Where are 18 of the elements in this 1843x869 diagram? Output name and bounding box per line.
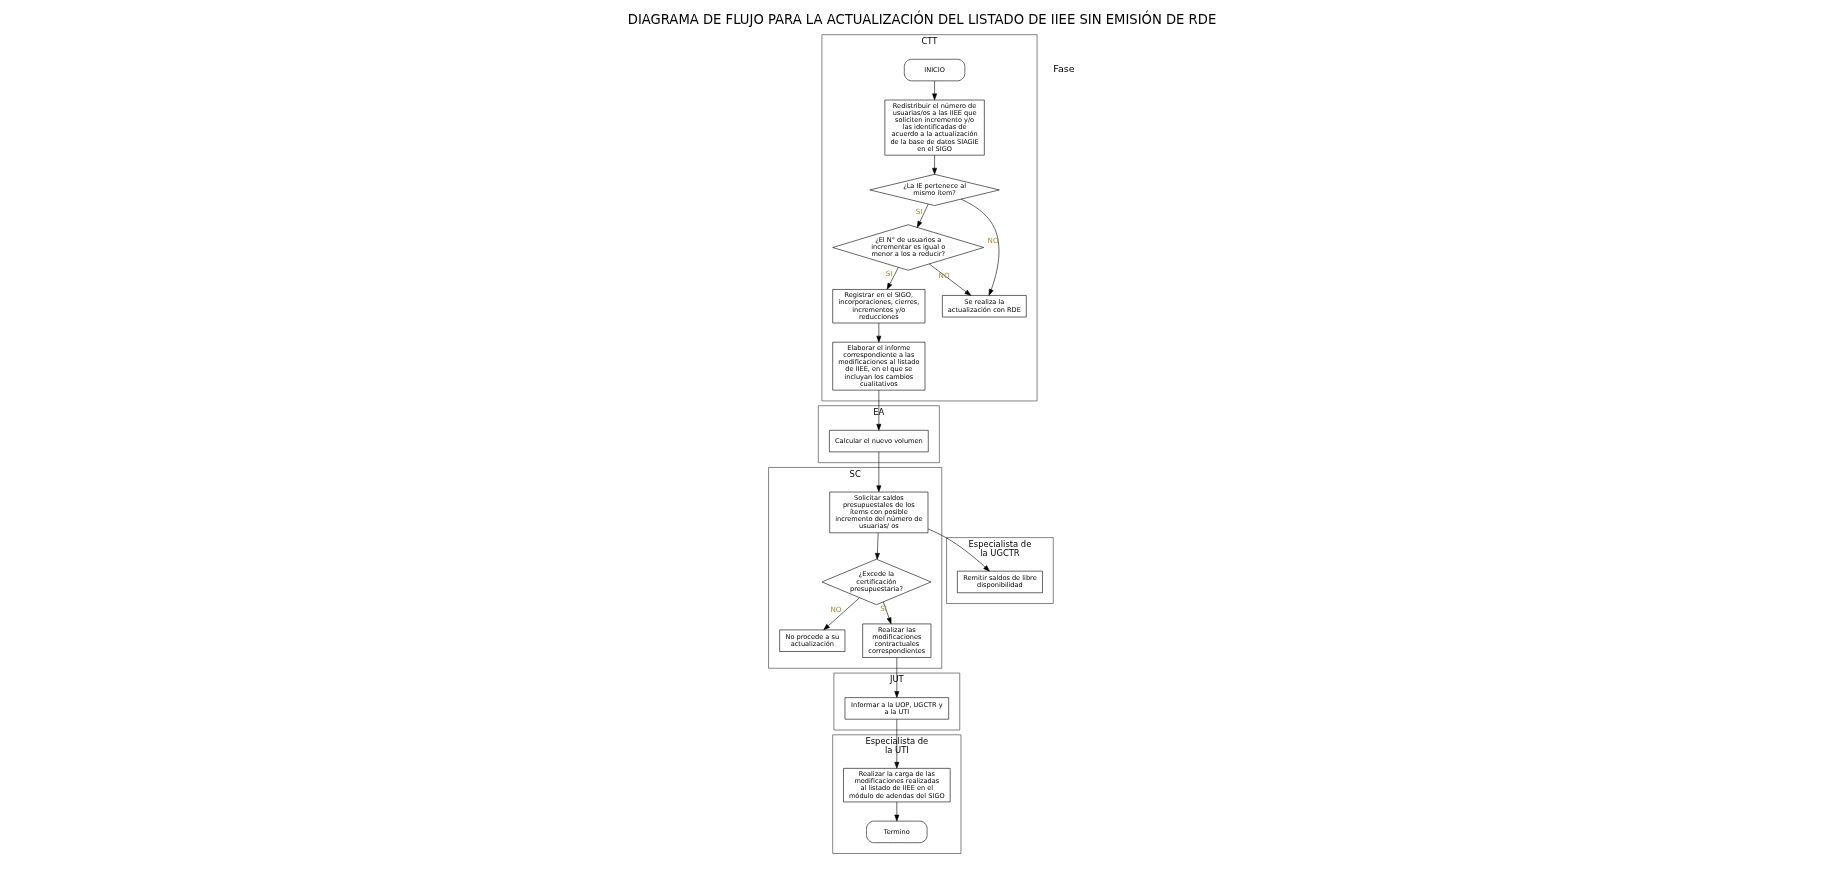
arrow <box>822 597 860 631</box>
arrow <box>875 451 881 493</box>
arrow <box>893 801 899 822</box>
arrow <box>916 203 928 228</box>
arrow <box>960 198 999 296</box>
arrow <box>927 528 990 572</box>
arrow <box>931 80 937 101</box>
arrow <box>893 719 899 769</box>
arrow <box>875 322 881 343</box>
arrow <box>893 657 899 698</box>
arrow <box>875 390 881 431</box>
arrow <box>882 601 891 625</box>
diagram-title: DIAGRAMA DE FLUJO PARA LA ACTUALIZACIÓN DEL LISTADO DE IIEE SIN EMISIÓN DE RDE <box>627 11 1216 27</box>
arrow <box>874 532 880 560</box>
arrow <box>928 263 971 296</box>
label: Fase <box>1052 63 1075 75</box>
arrow <box>886 267 899 290</box>
arrow <box>931 154 937 175</box>
